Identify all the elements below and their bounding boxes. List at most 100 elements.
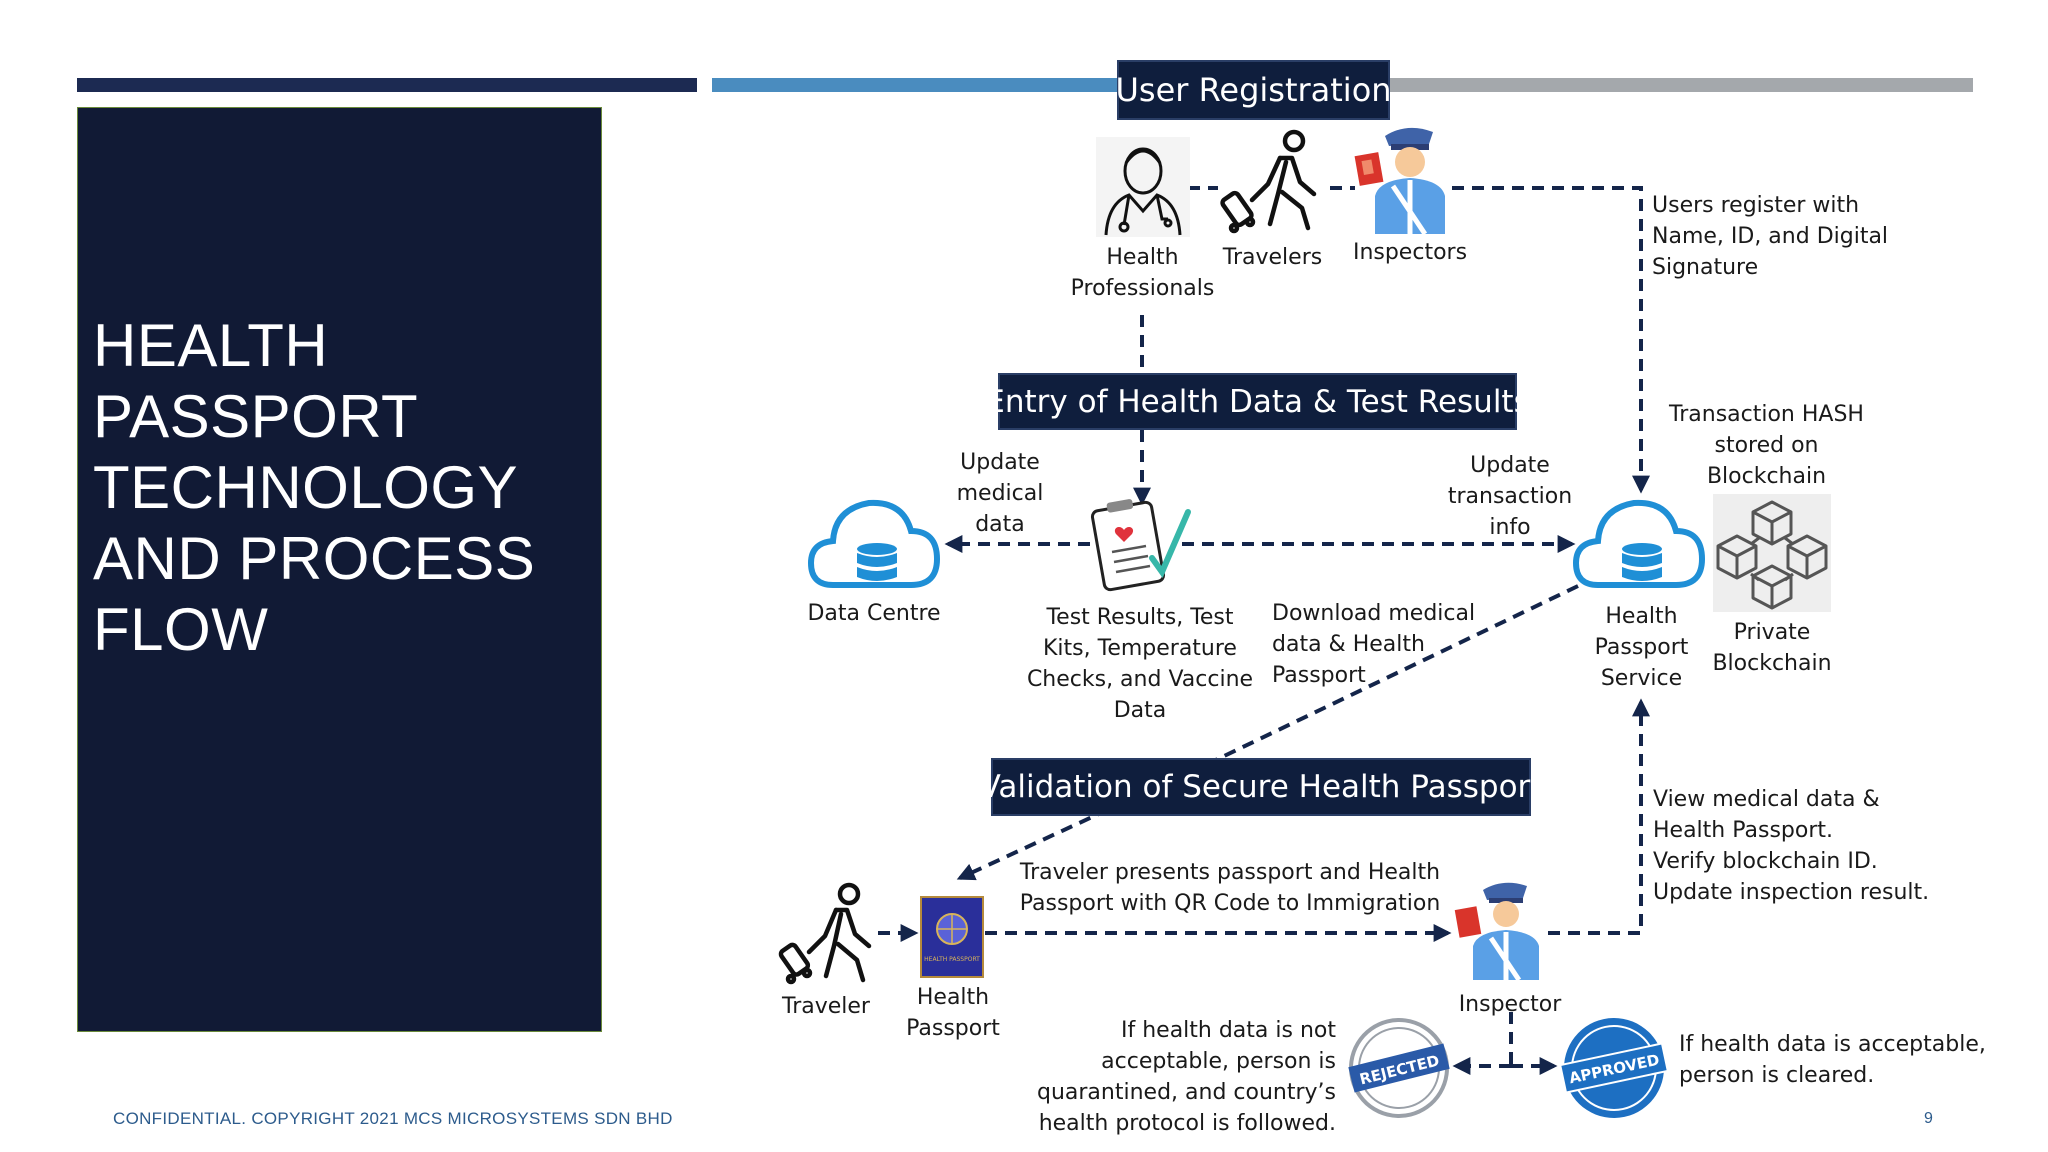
note-line: Download medical — [1272, 601, 1476, 626]
connector-inspector-to-service — [1548, 698, 1650, 935]
note-line: Verify blockchain ID. — [1653, 849, 1878, 874]
traveler-icon — [778, 882, 872, 985]
title-line: PASSPORT — [93, 383, 419, 450]
note-line: Users register with — [1652, 193, 1860, 218]
top-bar-blue — [712, 78, 1122, 92]
note-line: Traveler presents passport and Health — [1019, 860, 1441, 885]
label-line: Passport — [906, 1016, 1000, 1041]
label-line: Service — [1600, 666, 1683, 691]
note-line: Passport with QR Code to Immigration — [1019, 891, 1441, 916]
title-line: HEALTH — [93, 312, 329, 379]
hash-note: Transaction HASH stored on Blockchain — [1650, 399, 1883, 492]
label-line: Health — [1106, 245, 1179, 270]
private-blockchain-label: Private Blockchain — [1702, 617, 1842, 679]
view-note: View medical data & Health Passport. Ver… — [1653, 784, 1963, 908]
note-line: acceptable, person is — [1101, 1049, 1336, 1074]
note-line: Name, ID, and Digital — [1652, 224, 1889, 249]
top-bar-grey — [1390, 78, 1973, 92]
note-line: Blockchain — [1706, 464, 1827, 489]
note-line: View medical data & — [1653, 787, 1880, 812]
title-line: AND PROCESS — [93, 525, 536, 592]
stage-label: Validation of Secure Health Passport — [979, 769, 1543, 805]
label-line: Professionals — [1070, 276, 1215, 301]
update-transaction-note: Update transaction info — [1430, 450, 1590, 543]
note-line: stored on — [1714, 433, 1819, 458]
title-line: TECHNOLOGY — [93, 454, 519, 521]
rejected-stamp-icon: REJECTED — [1348, 1018, 1450, 1118]
page-number: 9 — [1924, 1110, 1933, 1127]
note-line: Signature — [1652, 255, 1759, 280]
note-line: health protocol is followed. — [1038, 1111, 1336, 1136]
download-note: Download medical data & Health Passport — [1272, 598, 1492, 691]
label-line: Travelers — [1222, 245, 1323, 270]
top-bar-navy — [77, 78, 697, 92]
test-results-clipboard-icon — [1090, 499, 1191, 592]
health-passport-booklet-icon: HEALTH PASSPORT — [920, 896, 984, 978]
note-line: data & Health — [1272, 632, 1425, 657]
traveler-label: Traveler — [766, 991, 886, 1022]
acceptable-note: If health data is acceptable, person is … — [1679, 1029, 1999, 1091]
note-line: Update inspection result. — [1653, 880, 1930, 905]
note-line: Update — [960, 450, 1040, 475]
presents-note: Traveler presents passport and Health Pa… — [1010, 857, 1450, 919]
note-line: Health Passport. — [1653, 818, 1834, 843]
title-panel — [77, 107, 602, 1032]
stage-entry-health-data: Entry of Health Data & Test Results — [985, 373, 1530, 430]
label-line: Data Centre — [807, 601, 941, 626]
stage-validation: Validation of Secure Health Passport — [980, 758, 1542, 816]
footer-copyright: CONFIDENTIAL. COPYRIGHT 2021 MCS MICROSY… — [113, 1109, 673, 1128]
note-line: Kits, Temperature — [1043, 636, 1237, 661]
note-line: Checks, and Vaccine — [1026, 667, 1254, 692]
note-line: data — [975, 512, 1025, 537]
note-line: Passport — [1272, 663, 1366, 688]
note-line: Update — [1470, 453, 1550, 478]
note-line: Transaction HASH — [1669, 402, 1864, 427]
health-passport-service-label: Health Passport Service — [1580, 601, 1703, 694]
health-professionals-label: Health Professionals — [1055, 242, 1230, 304]
note-line: info — [1489, 515, 1531, 540]
test-results-note: Test Results, Test Kits, Temperature Che… — [1025, 602, 1255, 726]
label-line: Passport — [1594, 635, 1689, 660]
register-note: Users register with Name, ID, and Digita… — [1652, 190, 1952, 283]
connector-download — [956, 584, 1579, 881]
not-acceptable-note: If health data is not acceptable, person… — [1034, 1015, 1336, 1139]
note-line: If health data is not — [1120, 1018, 1336, 1043]
label-line: Private — [1733, 620, 1811, 645]
label-line: Inspector — [1458, 992, 1562, 1017]
note-line: If health data is acceptable, — [1679, 1032, 1986, 1057]
data-centre-label: Data Centre — [785, 598, 963, 629]
label-line: Health — [1605, 604, 1678, 629]
stage-user-registration: User Registration — [1115, 60, 1392, 120]
note-line: Data — [1113, 698, 1167, 723]
approved-stamp-icon: APPROVED — [1559, 1018, 1669, 1118]
health-professional-icon — [1096, 137, 1190, 237]
note-line: Test Results, Test — [1046, 605, 1234, 630]
label-line: Inspectors — [1352, 240, 1468, 265]
health-passport-label: Health Passport — [895, 982, 1011, 1044]
traveler-icon — [1220, 129, 1317, 234]
title-line: FLOW — [93, 596, 269, 663]
stage-label: Entry of Health Data & Test Results — [985, 383, 1530, 420]
label-line: Blockchain — [1712, 651, 1832, 676]
health-passport-service-cloud-icon — [1572, 499, 1706, 588]
stage-label: User Registration — [1115, 71, 1392, 109]
label-line: Traveler — [782, 994, 870, 1019]
inspector-label: Inspector — [1450, 989, 1570, 1020]
connector-register-to-service — [1452, 186, 1650, 494]
note-line: person is cleared. — [1679, 1063, 1875, 1088]
inspector-icon — [1454, 882, 1539, 982]
note-line: quarantined, and country’s — [1037, 1080, 1336, 1105]
blockchain-cubes-icon — [1713, 494, 1831, 612]
note-line: medical — [956, 481, 1044, 506]
slide-title: HEALTH PASSPORT TECHNOLOGY AND PROCESS F… — [93, 310, 553, 665]
data-centre-cloud-icon — [807, 499, 941, 588]
inspectors-label: Inspectors — [1345, 237, 1475, 268]
travelers-label: Travelers — [1210, 242, 1335, 273]
note-line: transaction — [1447, 484, 1573, 509]
label-line: Health — [916, 985, 990, 1010]
passport-booklet-text: HEALTH PASSPORT — [924, 956, 980, 963]
inspector-icon — [1354, 127, 1445, 236]
update-medical-note: Update medical data — [930, 447, 1070, 540]
